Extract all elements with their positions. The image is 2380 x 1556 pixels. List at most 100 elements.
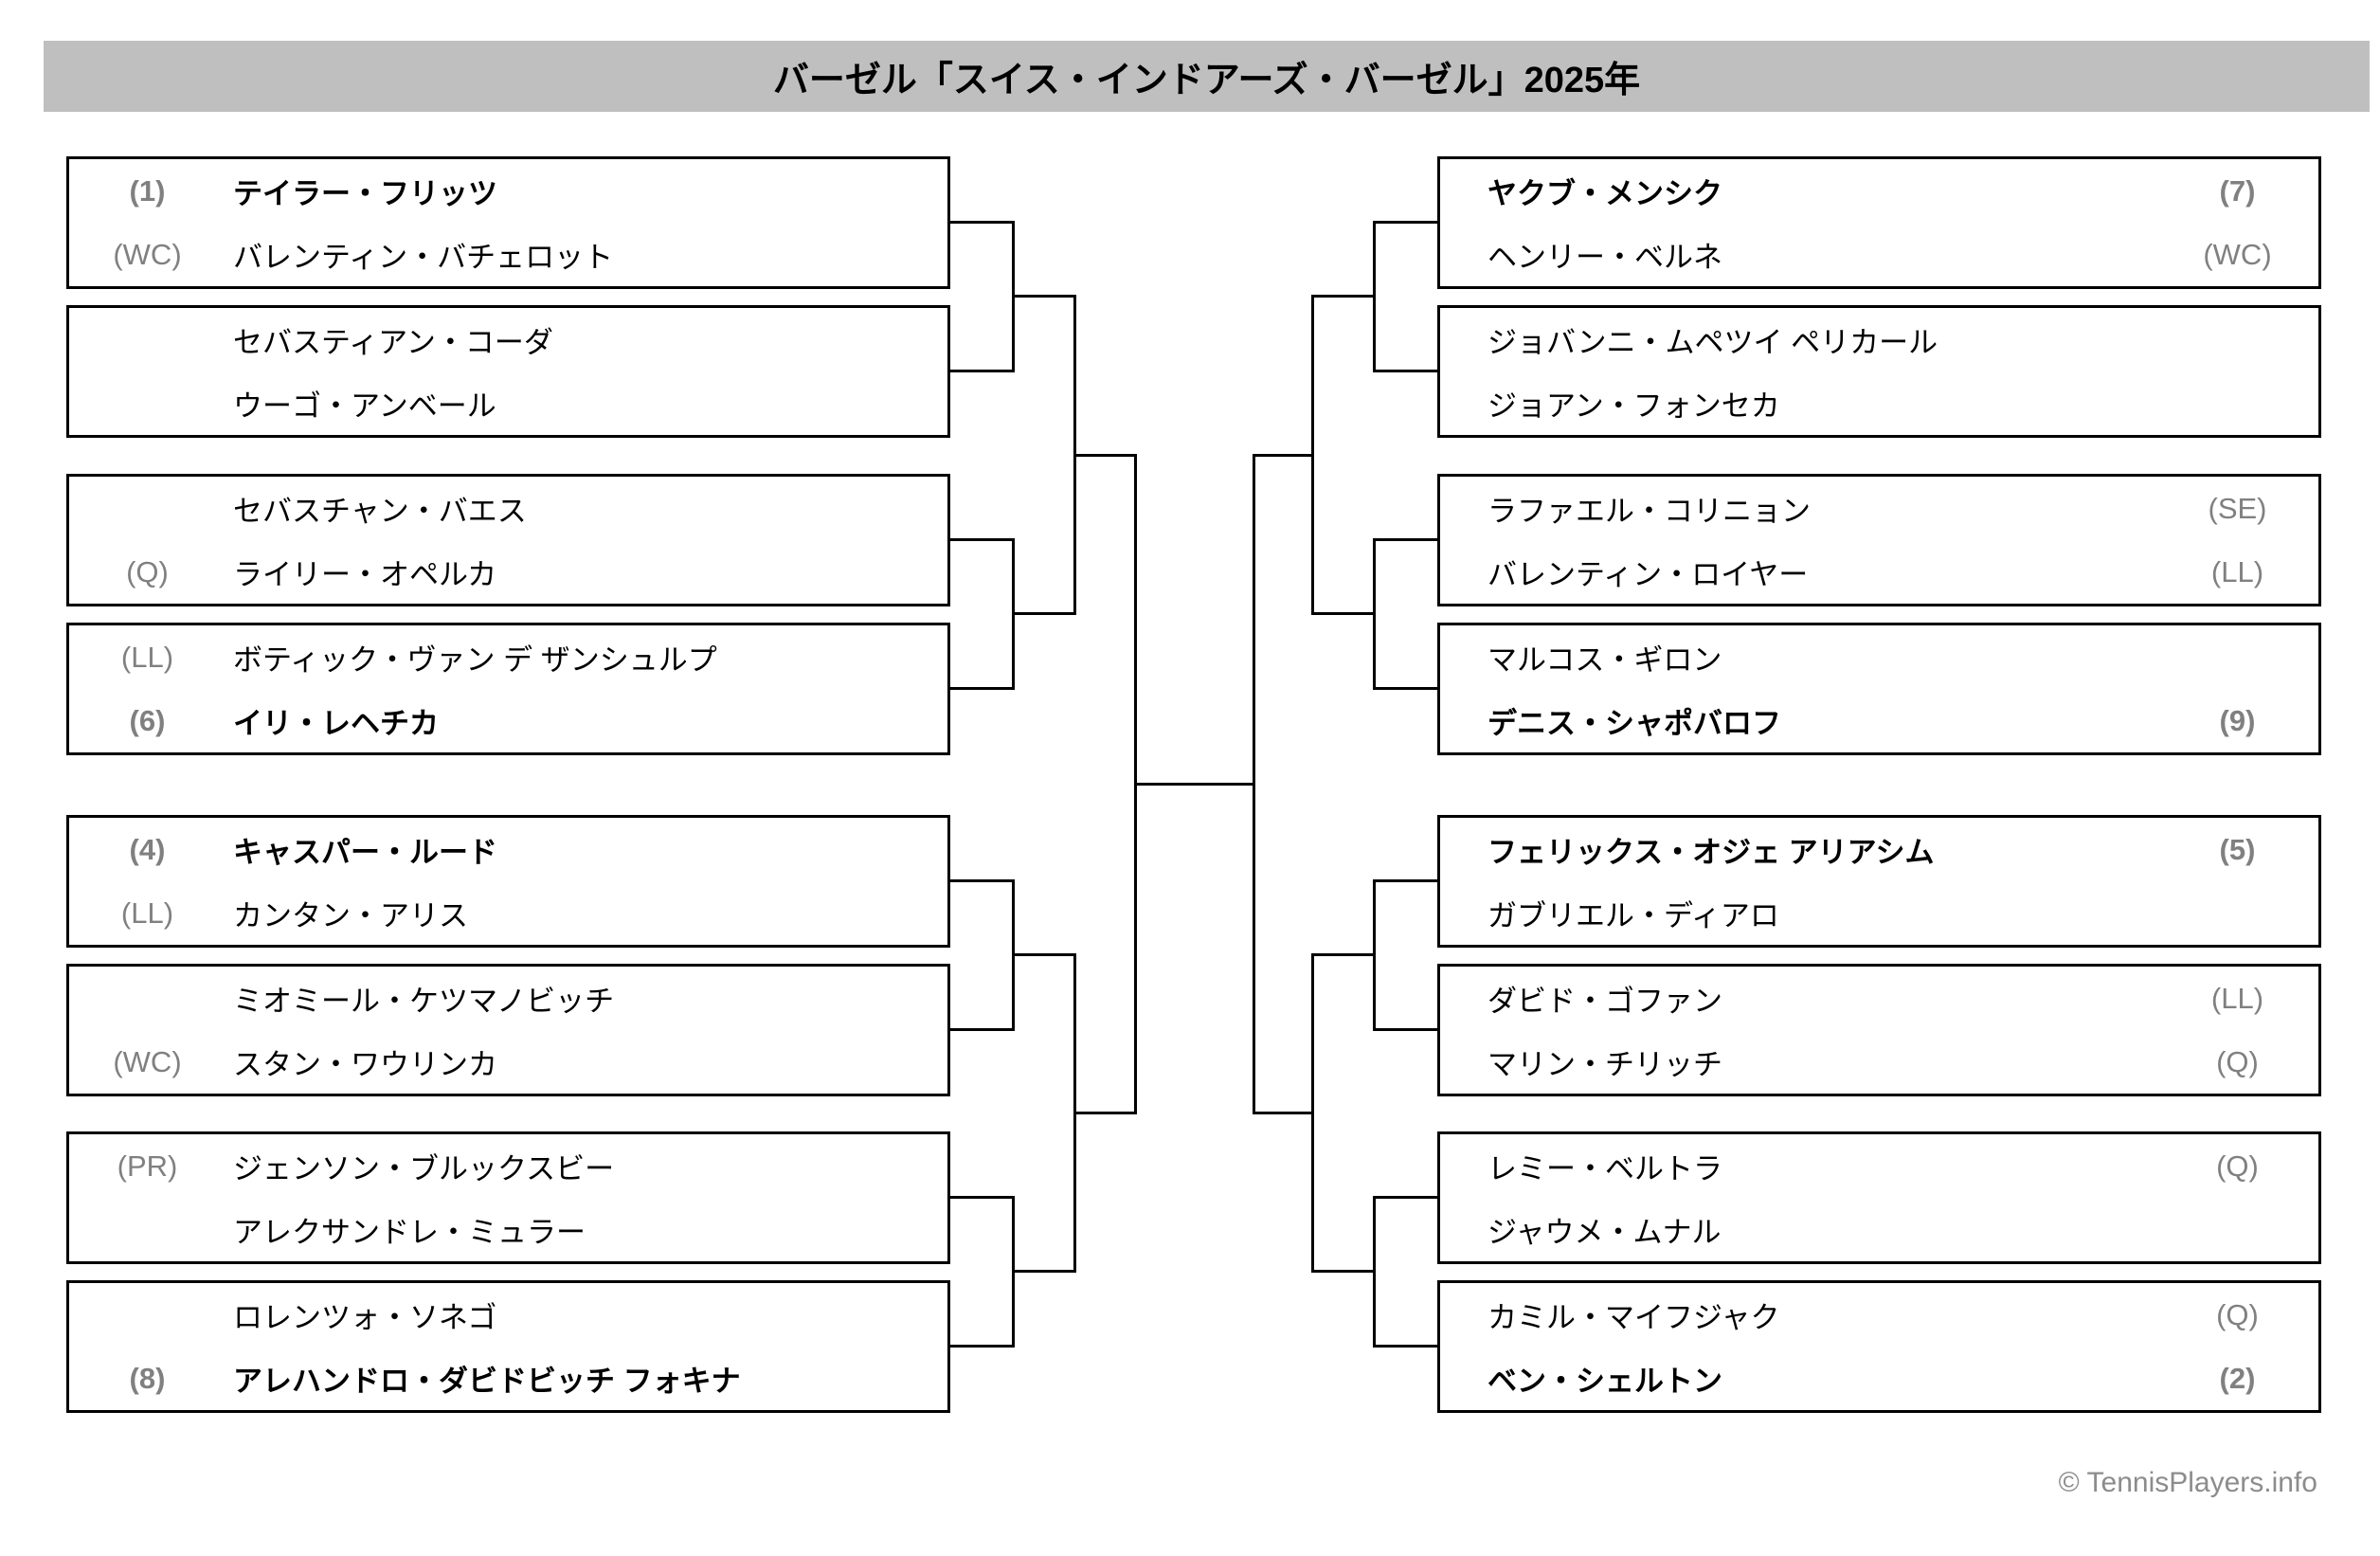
- status-label: (SE): [2208, 491, 2267, 525]
- player-name: イリ・レヘチカ: [233, 707, 439, 740]
- match-box: (1) テイラー・フリッツ (WC) バレンティン・バチェロット: [66, 156, 950, 289]
- player-row: ラファエル・コリニョン (SE): [1440, 477, 2318, 540]
- player-row: アレクサンドレ・ミュラー: [69, 1198, 947, 1261]
- seed-label: (9): [2219, 703, 2256, 737]
- player-row: ヘンリー・ベルネ (WC): [1440, 223, 2318, 286]
- player-name: ロレンツォ・ソネゴ: [233, 1301, 497, 1334]
- player-row: (WC) スタン・ワウリンカ: [69, 1030, 947, 1094]
- bracket-connector: [948, 1345, 1015, 1348]
- player-name: アレクサンドレ・ミュラー: [233, 1216, 586, 1249]
- player-row: (PR) ジェンソン・ブルックスビー: [69, 1134, 947, 1198]
- match-box: ミオミール・ケツマノビッチ (WC) スタン・ワウリンカ: [66, 964, 950, 1096]
- player-name: ジョバンニ・ムペツイ ペリカール: [1488, 326, 1938, 359]
- match-box: ジョバンニ・ムペツイ ペリカール ジョアン・フォンセカ: [1437, 305, 2321, 438]
- player-name: ウーゴ・アンベール: [233, 389, 496, 423]
- player-row: ガブリエル・ディアロ: [1440, 881, 2318, 945]
- player-name: ボティック・ヴァン デ ザンシュルプ: [233, 643, 717, 677]
- bracket-connector: [948, 221, 1015, 224]
- bracket-connector: [1311, 1270, 1376, 1273]
- player-row: (6) イリ・レヘチカ: [69, 689, 947, 752]
- player-name: デニス・シャポバロフ: [1488, 707, 1781, 740]
- player-row: ジョバンニ・ムペツイ ペリカール: [1440, 308, 2318, 371]
- match-box: レミー・ベルトラ (Q) ジャウメ・ムナル: [1437, 1131, 2321, 1264]
- bracket-connector: [1073, 1112, 1137, 1114]
- player-row: フェリックス・オジェ アリアシム (5): [1440, 818, 2318, 881]
- player-row: (LL) ボティック・ヴァン デ ザンシュルプ: [69, 625, 947, 689]
- bracket-connector: [948, 370, 1015, 372]
- status-label: (Q): [2216, 1044, 2259, 1078]
- player-name: ヘンリー・ベルネ: [1488, 241, 1722, 274]
- match-box: ヤクブ・メンシク (7) ヘンリー・ベルネ (WC): [1437, 156, 2321, 289]
- player-row: ロレンツォ・ソネゴ: [69, 1283, 947, 1347]
- player-name: レミー・ベルトラ: [1488, 1152, 1722, 1185]
- status-label: (WC): [113, 1044, 182, 1078]
- bracket-connector: [1373, 1028, 1439, 1031]
- bracket-connector: [1012, 295, 1076, 298]
- player-name: カミル・マイフジャク: [1488, 1301, 1780, 1334]
- match-box: フェリックス・オジェ アリアシム (5) ガブリエル・ディアロ: [1437, 815, 2321, 948]
- status-label: (Q): [126, 554, 169, 588]
- bracket-connector: [1012, 1270, 1076, 1273]
- player-row: (8) アレハンドロ・ダビドビッチ フォキナ: [69, 1347, 947, 1410]
- bracket-connector: [1373, 1345, 1439, 1348]
- player-row: デニス・シャポバロフ (9): [1440, 689, 2318, 752]
- player-row: (LL) カンタン・アリス: [69, 881, 947, 945]
- match-box: セバスチャン・バエス (Q) ライリー・オペルカ: [66, 474, 950, 606]
- player-row: (4) キャスパー・ルード: [69, 818, 947, 881]
- status-label: (WC): [113, 237, 182, 271]
- player-row: カミル・マイフジャク (Q): [1440, 1283, 2318, 1347]
- match-box: ダビド・ゴファン (LL) マリン・チリッチ (Q): [1437, 964, 2321, 1096]
- bracket-connector: [1373, 538, 1439, 541]
- player-name: マルコス・ギロン: [1488, 643, 1722, 677]
- player-name: ライリー・オペルカ: [233, 558, 497, 591]
- player-name: ジェンソン・ブルックスビー: [233, 1152, 615, 1185]
- status-label: (Q): [2216, 1297, 2259, 1331]
- bracket-connector: [948, 538, 1015, 541]
- seed-label: (1): [129, 173, 166, 208]
- status-label: (PR): [117, 1149, 178, 1183]
- player-row: セバスチャン・バエス: [69, 477, 947, 540]
- match-box: (PR) ジェンソン・ブルックスビー アレクサンドレ・ミュラー: [66, 1131, 950, 1264]
- player-name: ジャウメ・ムナル: [1488, 1216, 1722, 1249]
- bracket-connector: [1253, 454, 1314, 457]
- bracket-connector: [1373, 370, 1439, 372]
- status-label: (LL): [120, 640, 174, 674]
- player-row: マルコス・ギロン: [1440, 625, 2318, 689]
- player-row: ウーゴ・アンベール: [69, 371, 947, 435]
- player-name: ジョアン・フォンセカ: [1488, 389, 1780, 423]
- final-connector: [1134, 783, 1255, 786]
- player-row: ジャウメ・ムナル: [1440, 1198, 2318, 1261]
- player-name: フェリックス・オジェ アリアシム: [1488, 836, 1935, 869]
- player-name: ヤクブ・メンシク: [1488, 177, 1722, 210]
- match-box: マルコス・ギロン デニス・シャポバロフ (9): [1437, 623, 2321, 755]
- player-row: ダビド・ゴファン (LL): [1440, 967, 2318, 1030]
- player-name: セバスチャン・バエス: [233, 495, 527, 528]
- player-row: (WC) バレンティン・バチェロット: [69, 223, 947, 286]
- bracket-connector: [1311, 295, 1376, 298]
- seed-label: (8): [129, 1361, 166, 1395]
- match-box: (LL) ボティック・ヴァン デ ザンシュルプ (6) イリ・レヘチカ: [66, 623, 950, 755]
- player-name: ミオミール・ケツマノビッチ: [233, 985, 615, 1018]
- status-label: (LL): [2210, 981, 2264, 1015]
- player-row: (1) テイラー・フリッツ: [69, 159, 947, 223]
- player-row: セバスティアン・コーダ: [69, 308, 947, 371]
- seed-label: (2): [2219, 1361, 2256, 1395]
- copyright-text: © TennisPlayers.info: [2058, 1467, 2317, 1498]
- bracket-connector: [1373, 687, 1439, 690]
- player-name: ベン・シェルトン: [1488, 1365, 1722, 1398]
- status-label: (WC): [2203, 237, 2272, 271]
- seed-label: (5): [2219, 832, 2256, 866]
- bracket-connector: [1253, 1112, 1314, 1114]
- status-label: (Q): [2216, 1149, 2259, 1183]
- match-box: ラファエル・コリニョン (SE) バレンティン・ロイヤー (LL): [1437, 474, 2321, 606]
- player-name: ガブリエル・ディアロ: [1488, 899, 1779, 932]
- bracket-connector: [1373, 221, 1439, 224]
- seed-label: (4): [129, 832, 166, 866]
- player-row: ヤクブ・メンシク (7): [1440, 159, 2318, 223]
- player-name: バレンティン・バチェロット: [233, 241, 614, 274]
- bracket-connector: [1373, 879, 1439, 882]
- bracket-connector: [1012, 953, 1076, 956]
- seed-label: (6): [129, 703, 166, 737]
- player-row: レミー・ベルトラ (Q): [1440, 1134, 2318, 1198]
